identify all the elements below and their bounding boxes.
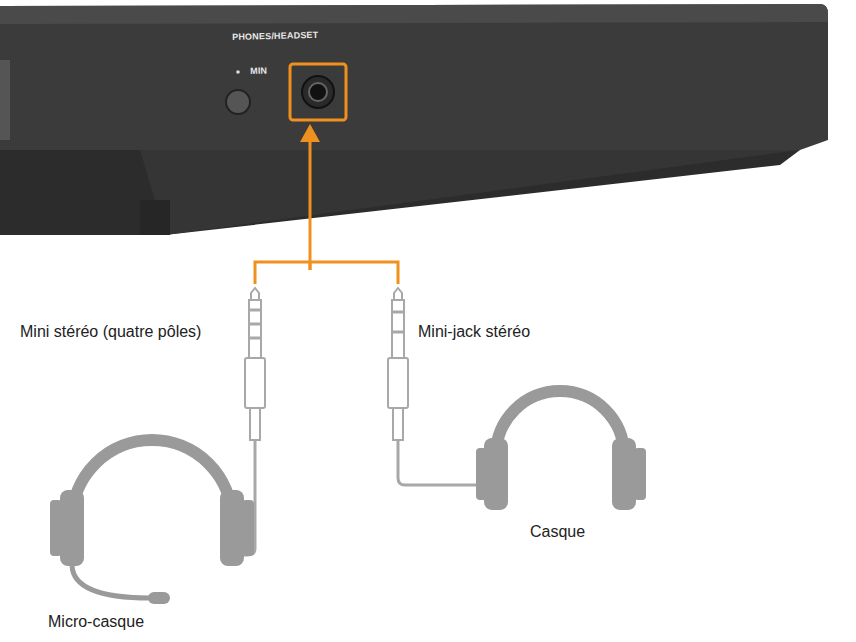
- min-button: [226, 90, 250, 114]
- headphones-icon: [476, 391, 646, 510]
- plug-label: Mini stéréo (quatre pôles): [20, 322, 201, 341]
- headset-jack: [290, 64, 346, 120]
- cable: [236, 440, 482, 555]
- four-pole-plug: [245, 288, 265, 440]
- stereo-plug: [388, 288, 408, 440]
- device-label: Casque: [530, 522, 585, 541]
- plug-label: Mini-jack stéréo: [418, 322, 530, 341]
- headset-icon: [50, 440, 254, 604]
- connection-arrow: [255, 140, 398, 284]
- device-label: Micro-casque: [48, 612, 144, 631]
- port-label: PHONES/HEADSET: [232, 30, 319, 43]
- button-label: MIN: [250, 66, 267, 77]
- device-body: [0, 4, 828, 235]
